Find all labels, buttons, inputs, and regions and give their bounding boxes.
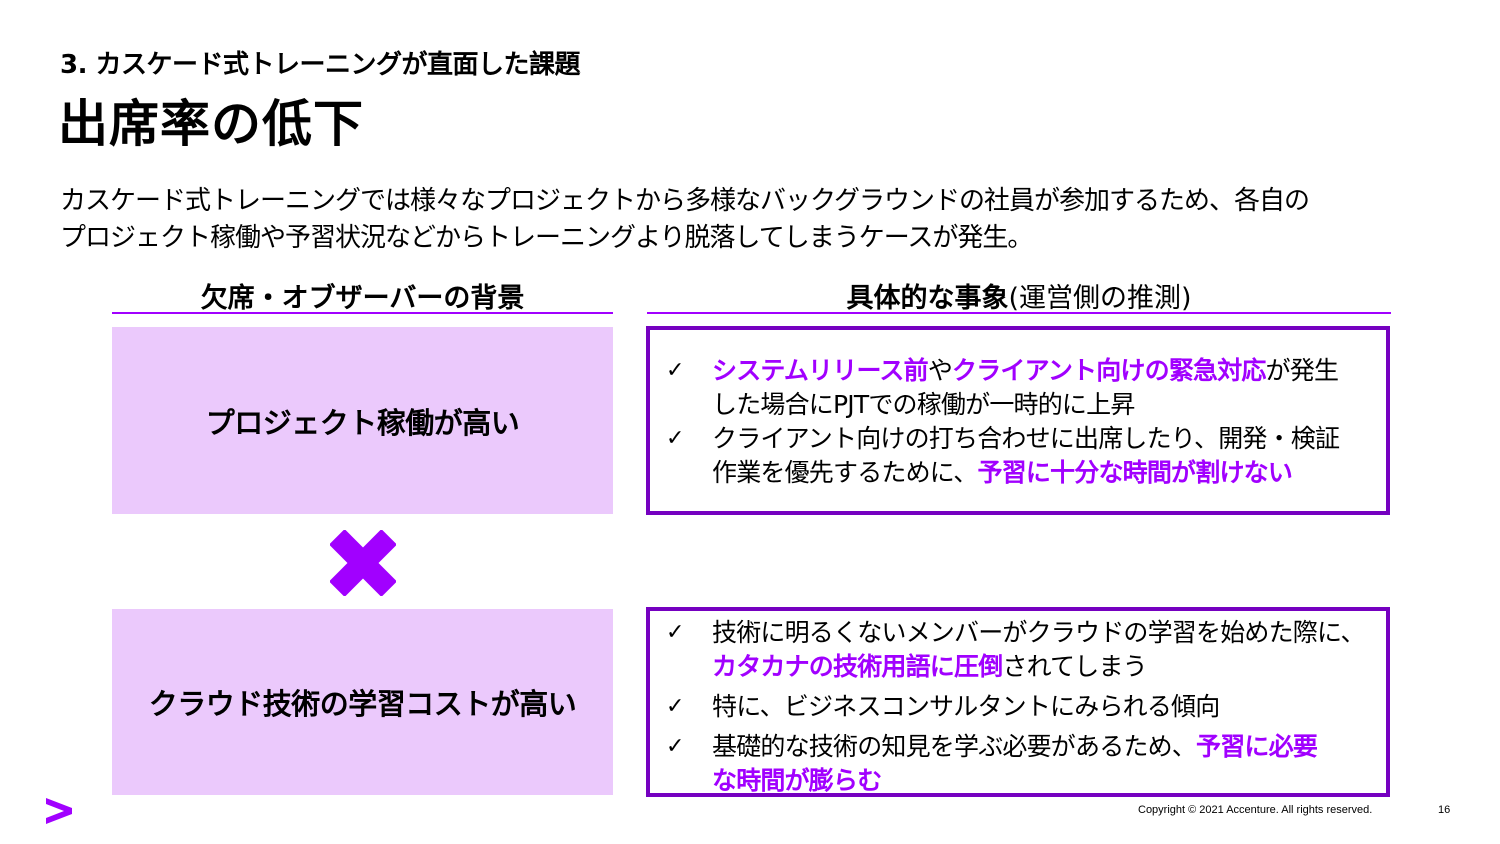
detail-box-project-load: ✓ システムリリース前やクライアント向けの緊急対応が発生 した場合にPJTでの稼…: [646, 326, 1390, 515]
body-text: 特に、ビジネスコンサルタントにみられる傾向: [712, 692, 1220, 721]
right-heading-bold: 具体的な事象: [846, 283, 1009, 314]
check-icon: ✓: [666, 734, 684, 759]
cause-label: プロジェクト稼働が高い: [205, 405, 520, 440]
check-icon: ✓: [666, 620, 684, 645]
right-column-heading: 具体的な事象(運営側の推測): [647, 276, 1391, 314]
intro-paragraph: カスケード式トレーニングでは様々なプロジェクトから多様なバックグラウンドの社員が…: [60, 183, 1480, 257]
accenture-logo-icon: [46, 798, 72, 824]
highlight-text: システムリリース前: [712, 356, 929, 385]
check-icon: ✓: [666, 426, 684, 451]
list-item: ✓ クライアント向けの打ち合わせに出席したり、開発・検証 作業を優先するために、…: [666, 422, 1376, 490]
body-text: した場合にPJTでの稼働が一時的に上昇: [712, 390, 1135, 419]
list-item: ✓ システムリリース前やクライアント向けの緊急対応が発生 した場合にPJTでの稼…: [666, 354, 1376, 422]
cause-box-learning-cost: クラウド技術の学習コストが高い: [112, 609, 613, 795]
body-text: 作業を優先するために、: [712, 458, 978, 487]
body-text: が発生: [1265, 356, 1339, 385]
body-text: されてしまう: [1002, 652, 1147, 681]
check-icon: ✓: [666, 694, 684, 719]
page-number: 16: [1438, 804, 1451, 816]
list-item: ✓ 基礎的な技術の知見を学ぶ必要があるため、予習に必要 な時間が膨らむ: [666, 730, 1376, 798]
copyright-notice: Copyright © 2021 Accenture. All rights r…: [1138, 804, 1373, 816]
slide-subtitle: 3. カスケード式トレーニングが直面した課題: [60, 50, 581, 80]
intro-line-1: カスケード式トレーニングでは様々なプロジェクトから多様なバックグラウンドの社員が…: [60, 186, 1310, 216]
highlight-text: クライアント向けの緊急対応: [952, 356, 1266, 385]
list-item: ✓ 技術に明るくないメンバーがクラウドの学習を始めた際に、 カタカナの技術用語に…: [666, 616, 1376, 684]
cause-box-project-load: プロジェクト稼働が高い: [112, 327, 613, 514]
highlight-text: 予習に十分な時間が割けない: [977, 458, 1293, 487]
list-item: ✓ 特に、ビジネスコンサルタントにみられる傾向: [666, 690, 1376, 724]
body-text: 基礎的な技術の知見を学ぶ必要があるため、: [712, 732, 1197, 761]
body-text: クライアント向けの打ち合わせに出席したり、開発・検証: [712, 424, 1340, 453]
intro-line-2: プロジェクト稼働や予習状況などからトレーニングより脱落してしまうケースが発生。: [60, 223, 1033, 253]
times-icon: [330, 530, 396, 596]
cause-label: クラウド技術の学習コストが高い: [148, 687, 577, 721]
right-heading-note: (運営側の推測): [1008, 283, 1192, 314]
highlight-text: な時間が膨らむ: [712, 766, 882, 795]
check-icon: ✓: [666, 358, 684, 383]
slide-title: 出席率の低下: [58, 95, 364, 153]
detail-box-learning-cost: ✓ 技術に明るくないメンバーがクラウドの学習を始めた際に、 カタカナの技術用語に…: [646, 607, 1390, 797]
body-text: 技術に明るくないメンバーがクラウドの学習を始めた際に、: [712, 618, 1365, 647]
body-text: や: [927, 356, 953, 385]
left-column-heading: 欠席・オブザーバーの背景: [112, 276, 613, 314]
highlight-text: 予習に必要: [1196, 732, 1318, 761]
highlight-text: カタカナの技術用語に圧倒: [712, 652, 1003, 681]
